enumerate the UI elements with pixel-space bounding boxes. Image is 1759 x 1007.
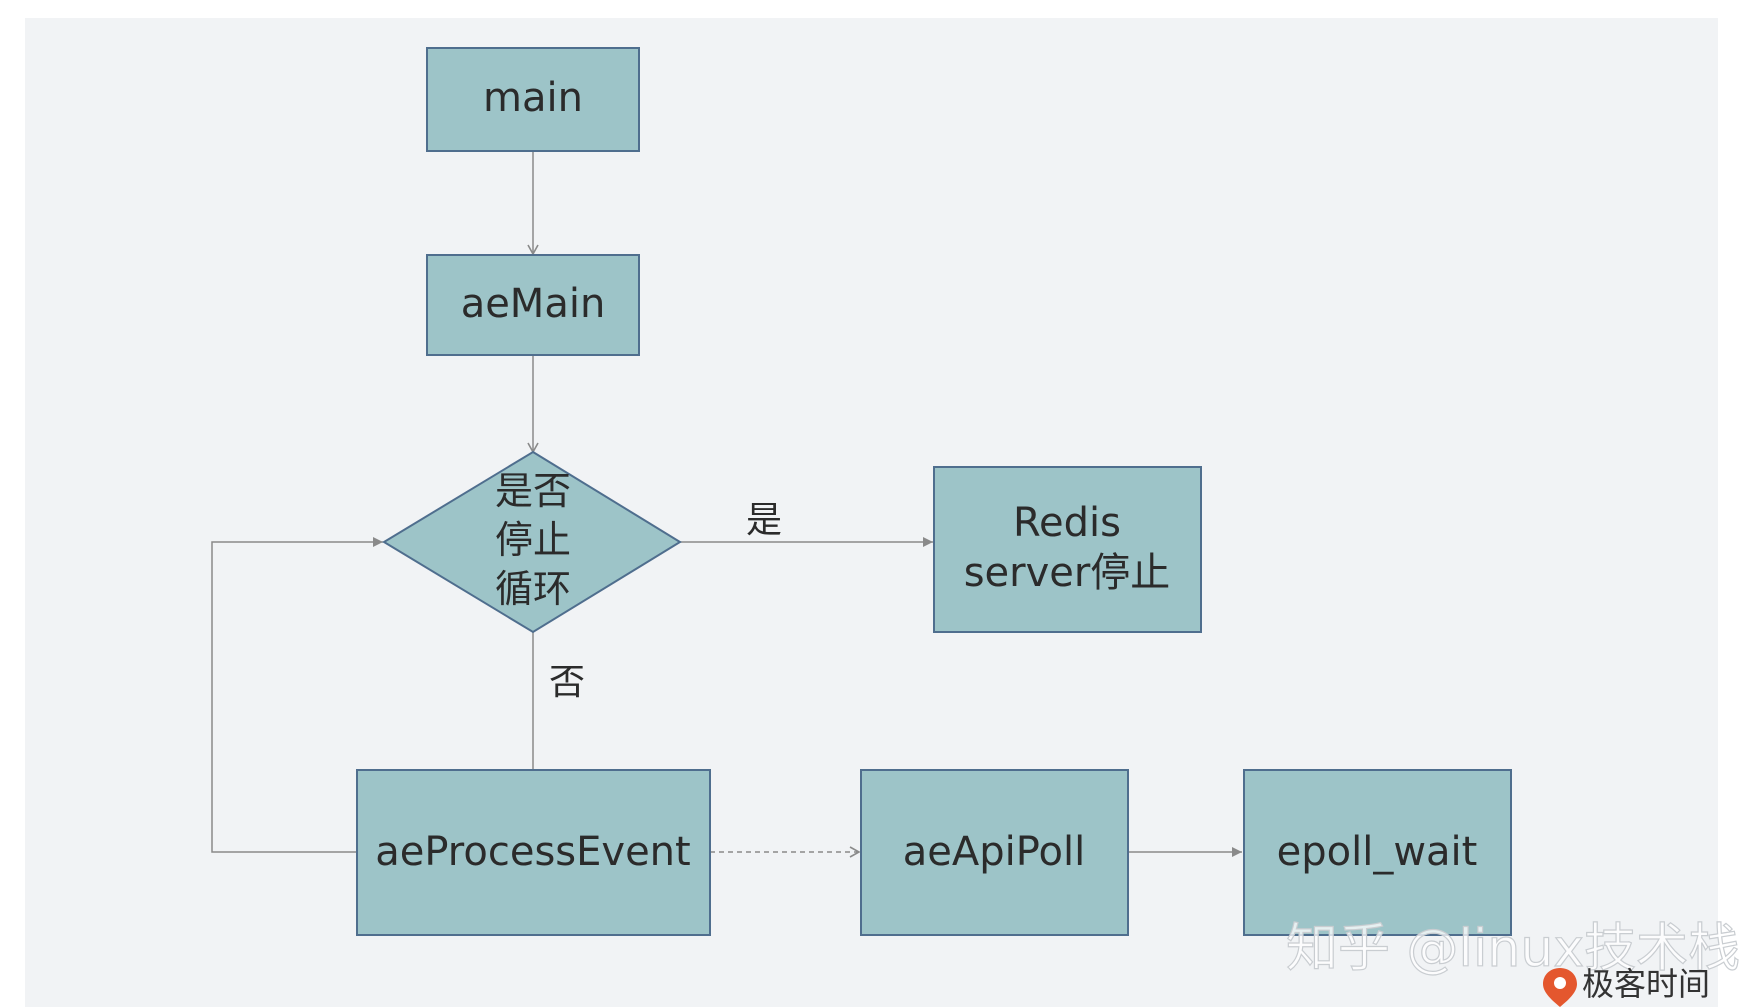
edge-label-no: 否 <box>549 662 585 703</box>
edge-label-yes: 是 <box>746 500 782 541</box>
node-main-label: main <box>483 75 583 121</box>
brand-name: 极客时间 <box>1582 965 1710 1003</box>
node-aemain-label: aeMain <box>461 281 606 327</box>
node-redis-stop-line-1: Redis <box>1013 500 1121 546</box>
node-decision-line-2: 停止 <box>495 518 571 562</box>
node-aeprocessevent-label: aeProcessEvent <box>375 829 690 875</box>
node-redis-server-stop: Redis server停止 <box>933 466 1202 633</box>
node-epoll-wait: epoll_wait <box>1243 769 1512 936</box>
node-aeapipoll: aeApiPoll <box>860 769 1129 936</box>
edge-loop-back <box>211 537 383 853</box>
node-decision-line-3: 循环 <box>495 567 571 611</box>
node-decision-line-1: 是否 <box>495 469 571 513</box>
node-epoll-wait-label: epoll_wait <box>1277 829 1478 875</box>
node-redis-stop-line-2: server停止 <box>964 550 1171 596</box>
node-decision: 是否 停止 循环 <box>382 450 682 634</box>
node-aeprocessevent: aeProcessEvent <box>356 769 711 936</box>
node-main: main <box>426 47 640 152</box>
brand-logo: 极客时间 <box>1543 965 1710 1007</box>
brand-pin-icon <box>1543 968 1577 1007</box>
node-aemain: aeMain <box>426 254 640 356</box>
node-aeapipoll-label: aeApiPoll <box>903 829 1085 875</box>
watermark-text: 知乎 @linux技术栈 <box>1286 919 1740 979</box>
